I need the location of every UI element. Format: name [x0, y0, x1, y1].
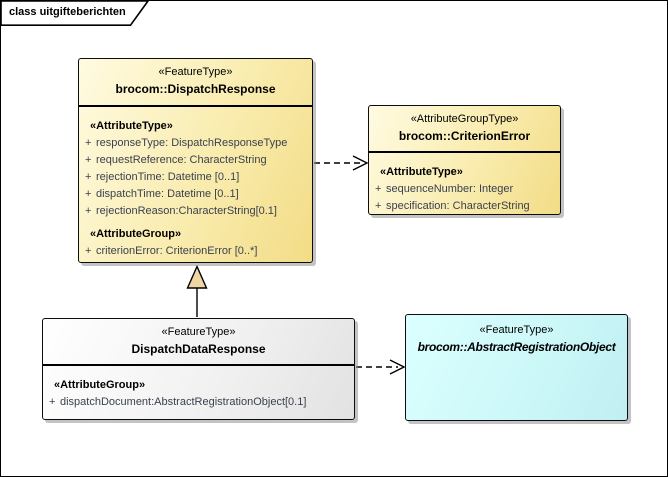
attribute-text: criterionError: CriterionError [0..*]: [96, 245, 258, 257]
visibility-marker: +: [85, 188, 92, 200]
class-header: «FeatureType» brocom::AbstractRegistrati…: [406, 315, 627, 357]
class-criterion-error[interactable]: «AttributeGroupType» brocom::CriterionEr…: [368, 105, 561, 215]
attribute-text: dispatchDocument:AbstractRegistrationObj…: [60, 396, 307, 408]
attribute-row: + criterionError: CriterionError [0..*]: [79, 243, 312, 260]
attribute-text: sequenceNumber: Integer: [386, 183, 514, 195]
visibility-marker: +: [49, 396, 56, 408]
attribute-row: + dispatchTime: Datetime [0..1]: [79, 186, 312, 203]
attribute-row: + rejectionReason:CharacterString[0.1]: [79, 203, 312, 220]
frame-title: class uitgifteberichten: [9, 6, 126, 18]
frame-tab: [0, 0, 150, 26]
stereotype-label: «FeatureType»: [161, 326, 236, 338]
dependency-dispatchdataresponse-to-abstractregistrationobject[interactable]: [356, 359, 406, 375]
class-abstract-registration-object[interactable]: «FeatureType» brocom::AbstractRegistrati…: [405, 314, 628, 421]
attribute-row: + sequenceNumber: Integer: [369, 181, 560, 198]
attribute-text: responseType: DispatchResponseType: [96, 137, 288, 149]
stereotype-label: «FeatureType»: [158, 66, 233, 78]
class-name: brocom::AbstractRegistrationObject: [417, 340, 616, 354]
visibility-marker: +: [85, 137, 92, 149]
generalization-triangle-icon: [186, 264, 208, 289]
attribute-text: specification: CharacterString: [386, 200, 530, 212]
class-dispatch-data-response[interactable]: «FeatureType» DispatchDataResponse «Attr…: [42, 318, 355, 420]
visibility-marker: +: [85, 245, 92, 257]
attribute-text: dispatchTime: Datetime [0..1]: [96, 188, 239, 200]
dependency-dispatchresponse-to-criterionerror[interactable]: [314, 155, 369, 171]
class-dispatch-response[interactable]: «FeatureType» brocom::DispatchResponse «…: [78, 58, 313, 263]
class-name: brocom::DispatchResponse: [115, 82, 276, 96]
attribute-row: + responseType: DispatchResponseType: [79, 135, 312, 152]
section-label: «AttributeType»: [380, 166, 463, 178]
section-label: «AttributeType»: [90, 120, 173, 132]
class-header: «FeatureType» brocom::DispatchResponse: [79, 59, 312, 107]
visibility-marker: +: [375, 200, 382, 212]
visibility-marker: +: [375, 183, 382, 195]
attributes-compartment: «AttributeType» + responseType: Dispatch…: [79, 107, 312, 260]
generalization-dispatchdataresponse-to-dispatchresponse[interactable]: [186, 264, 208, 318]
section-label: «AttributeGroup»: [90, 228, 182, 240]
class-header: «AttributeGroupType» brocom::CriterionEr…: [369, 106, 560, 153]
attribute-row: + requestReference: CharacterString: [79, 152, 312, 169]
visibility-marker: +: [85, 154, 92, 166]
attribute-text: rejectionReason:CharacterString[0.1]: [96, 205, 277, 217]
class-name: brocom::CriterionError: [398, 129, 531, 143]
attributes-compartment: «AttributeType» + sequenceNumber: Intege…: [369, 153, 560, 215]
attributes-compartment: «AttributeGroup» + dispatchDocument:Abst…: [43, 366, 354, 411]
attribute-row: + specification: CharacterString: [369, 198, 560, 215]
class-name: DispatchDataResponse: [131, 342, 266, 356]
class-header: «FeatureType» DispatchDataResponse: [43, 319, 354, 366]
attribute-text: rejectionTime: Datetime [0..1]: [96, 171, 240, 183]
attribute-row: + dispatchDocument:AbstractRegistrationO…: [43, 394, 354, 411]
attribute-row: + rejectionTime: Datetime [0..1]: [79, 169, 312, 186]
stereotype-label: «FeatureType»: [479, 324, 554, 336]
attribute-text: requestReference: CharacterString: [96, 154, 267, 166]
visibility-marker: +: [85, 205, 92, 217]
stereotype-label: «AttributeGroupType»: [410, 113, 519, 125]
visibility-marker: +: [85, 171, 92, 183]
section-label: «AttributeGroup»: [54, 379, 146, 391]
